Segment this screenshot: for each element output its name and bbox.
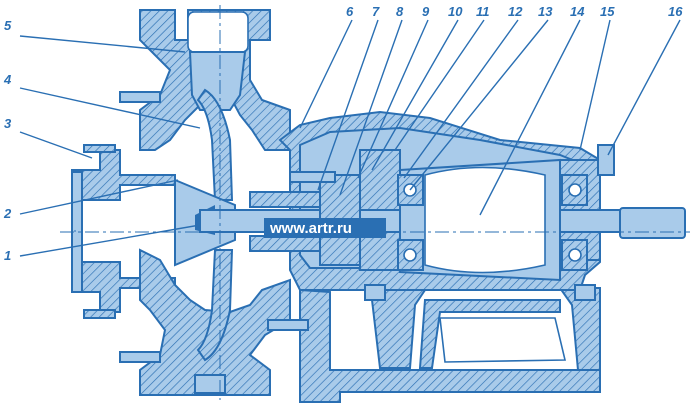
inlet-flange (71, 144, 176, 319)
callout-1: 1 (4, 248, 11, 263)
callout-3: 3 (4, 116, 12, 131)
callout-labels: 5 4 3 2 1 6 7 8 9 10 11 12 13 14 15 16 (3, 4, 683, 263)
callout-5: 5 (4, 18, 12, 33)
watermark-text: www.artr.ru (269, 220, 352, 237)
callout-15: 15 (600, 4, 615, 19)
callout-4: 4 (3, 72, 12, 87)
bolts (119, 91, 615, 394)
callout-6: 6 (346, 4, 354, 19)
callout-13: 13 (538, 4, 553, 19)
callout-14: 14 (570, 4, 585, 19)
callout-8: 8 (396, 4, 404, 19)
pump-base (299, 287, 601, 403)
callout-2: 2 (3, 206, 12, 221)
callout-16: 16 (668, 4, 683, 19)
callout-12: 12 (508, 4, 523, 19)
callout-11: 11 (476, 4, 490, 19)
callout-7: 7 (372, 4, 380, 19)
callout-9: 9 (422, 4, 430, 19)
callout-10: 10 (448, 4, 463, 19)
leader-lines (19, 19, 681, 257)
bearings (397, 174, 588, 271)
watermark-band (264, 218, 386, 238)
